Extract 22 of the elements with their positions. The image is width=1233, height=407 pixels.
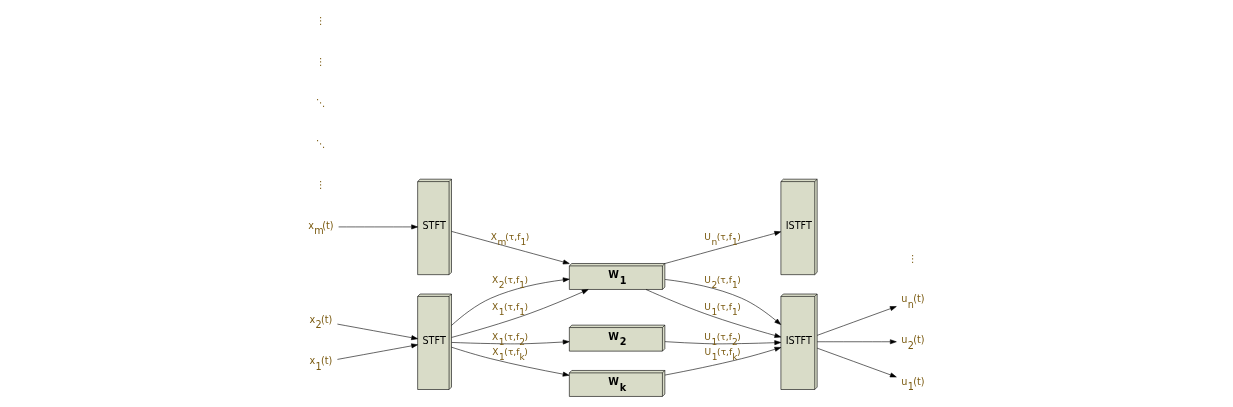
arrow	[337, 323, 418, 341]
arrow	[645, 289, 782, 338]
arrow	[664, 279, 781, 325]
arrow	[451, 231, 570, 265]
arrow	[338, 224, 418, 230]
arrow	[816, 347, 897, 378]
arrow	[816, 306, 897, 336]
arrow	[337, 343, 418, 360]
arrow	[451, 339, 570, 345]
arrow	[664, 346, 782, 376]
arrow	[451, 277, 570, 326]
label: ⋱	[316, 138, 326, 150]
arrow	[451, 289, 589, 338]
arrow	[816, 339, 897, 345]
label: ⋮	[316, 14, 326, 26]
label: ⋱	[316, 96, 326, 108]
arrow	[664, 340, 782, 346]
arrow	[664, 231, 782, 264]
label: ⋮	[316, 179, 326, 191]
arrow	[451, 346, 570, 377]
label: ⋮	[908, 252, 918, 264]
label: ⋮	[316, 55, 326, 67]
